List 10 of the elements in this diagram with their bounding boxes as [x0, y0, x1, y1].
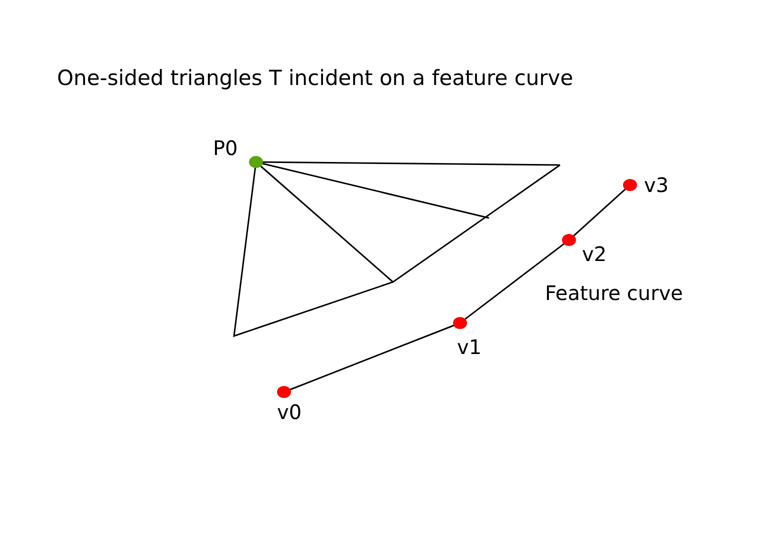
curve-segment — [464, 243, 564, 320]
vertex-label: P0 — [213, 136, 238, 160]
curve-segment — [290, 324, 454, 390]
curve-segment — [573, 188, 626, 236]
vertex-label: v0 — [277, 400, 302, 424]
vertex-label: v2 — [582, 242, 607, 266]
curve-label: Feature curve — [545, 281, 683, 305]
diagram-title: One-sided triangles T incident on a feature curve — [57, 66, 574, 90]
vertex-label: v1 — [457, 335, 482, 359]
vertex-label: v3 — [644, 173, 669, 197]
